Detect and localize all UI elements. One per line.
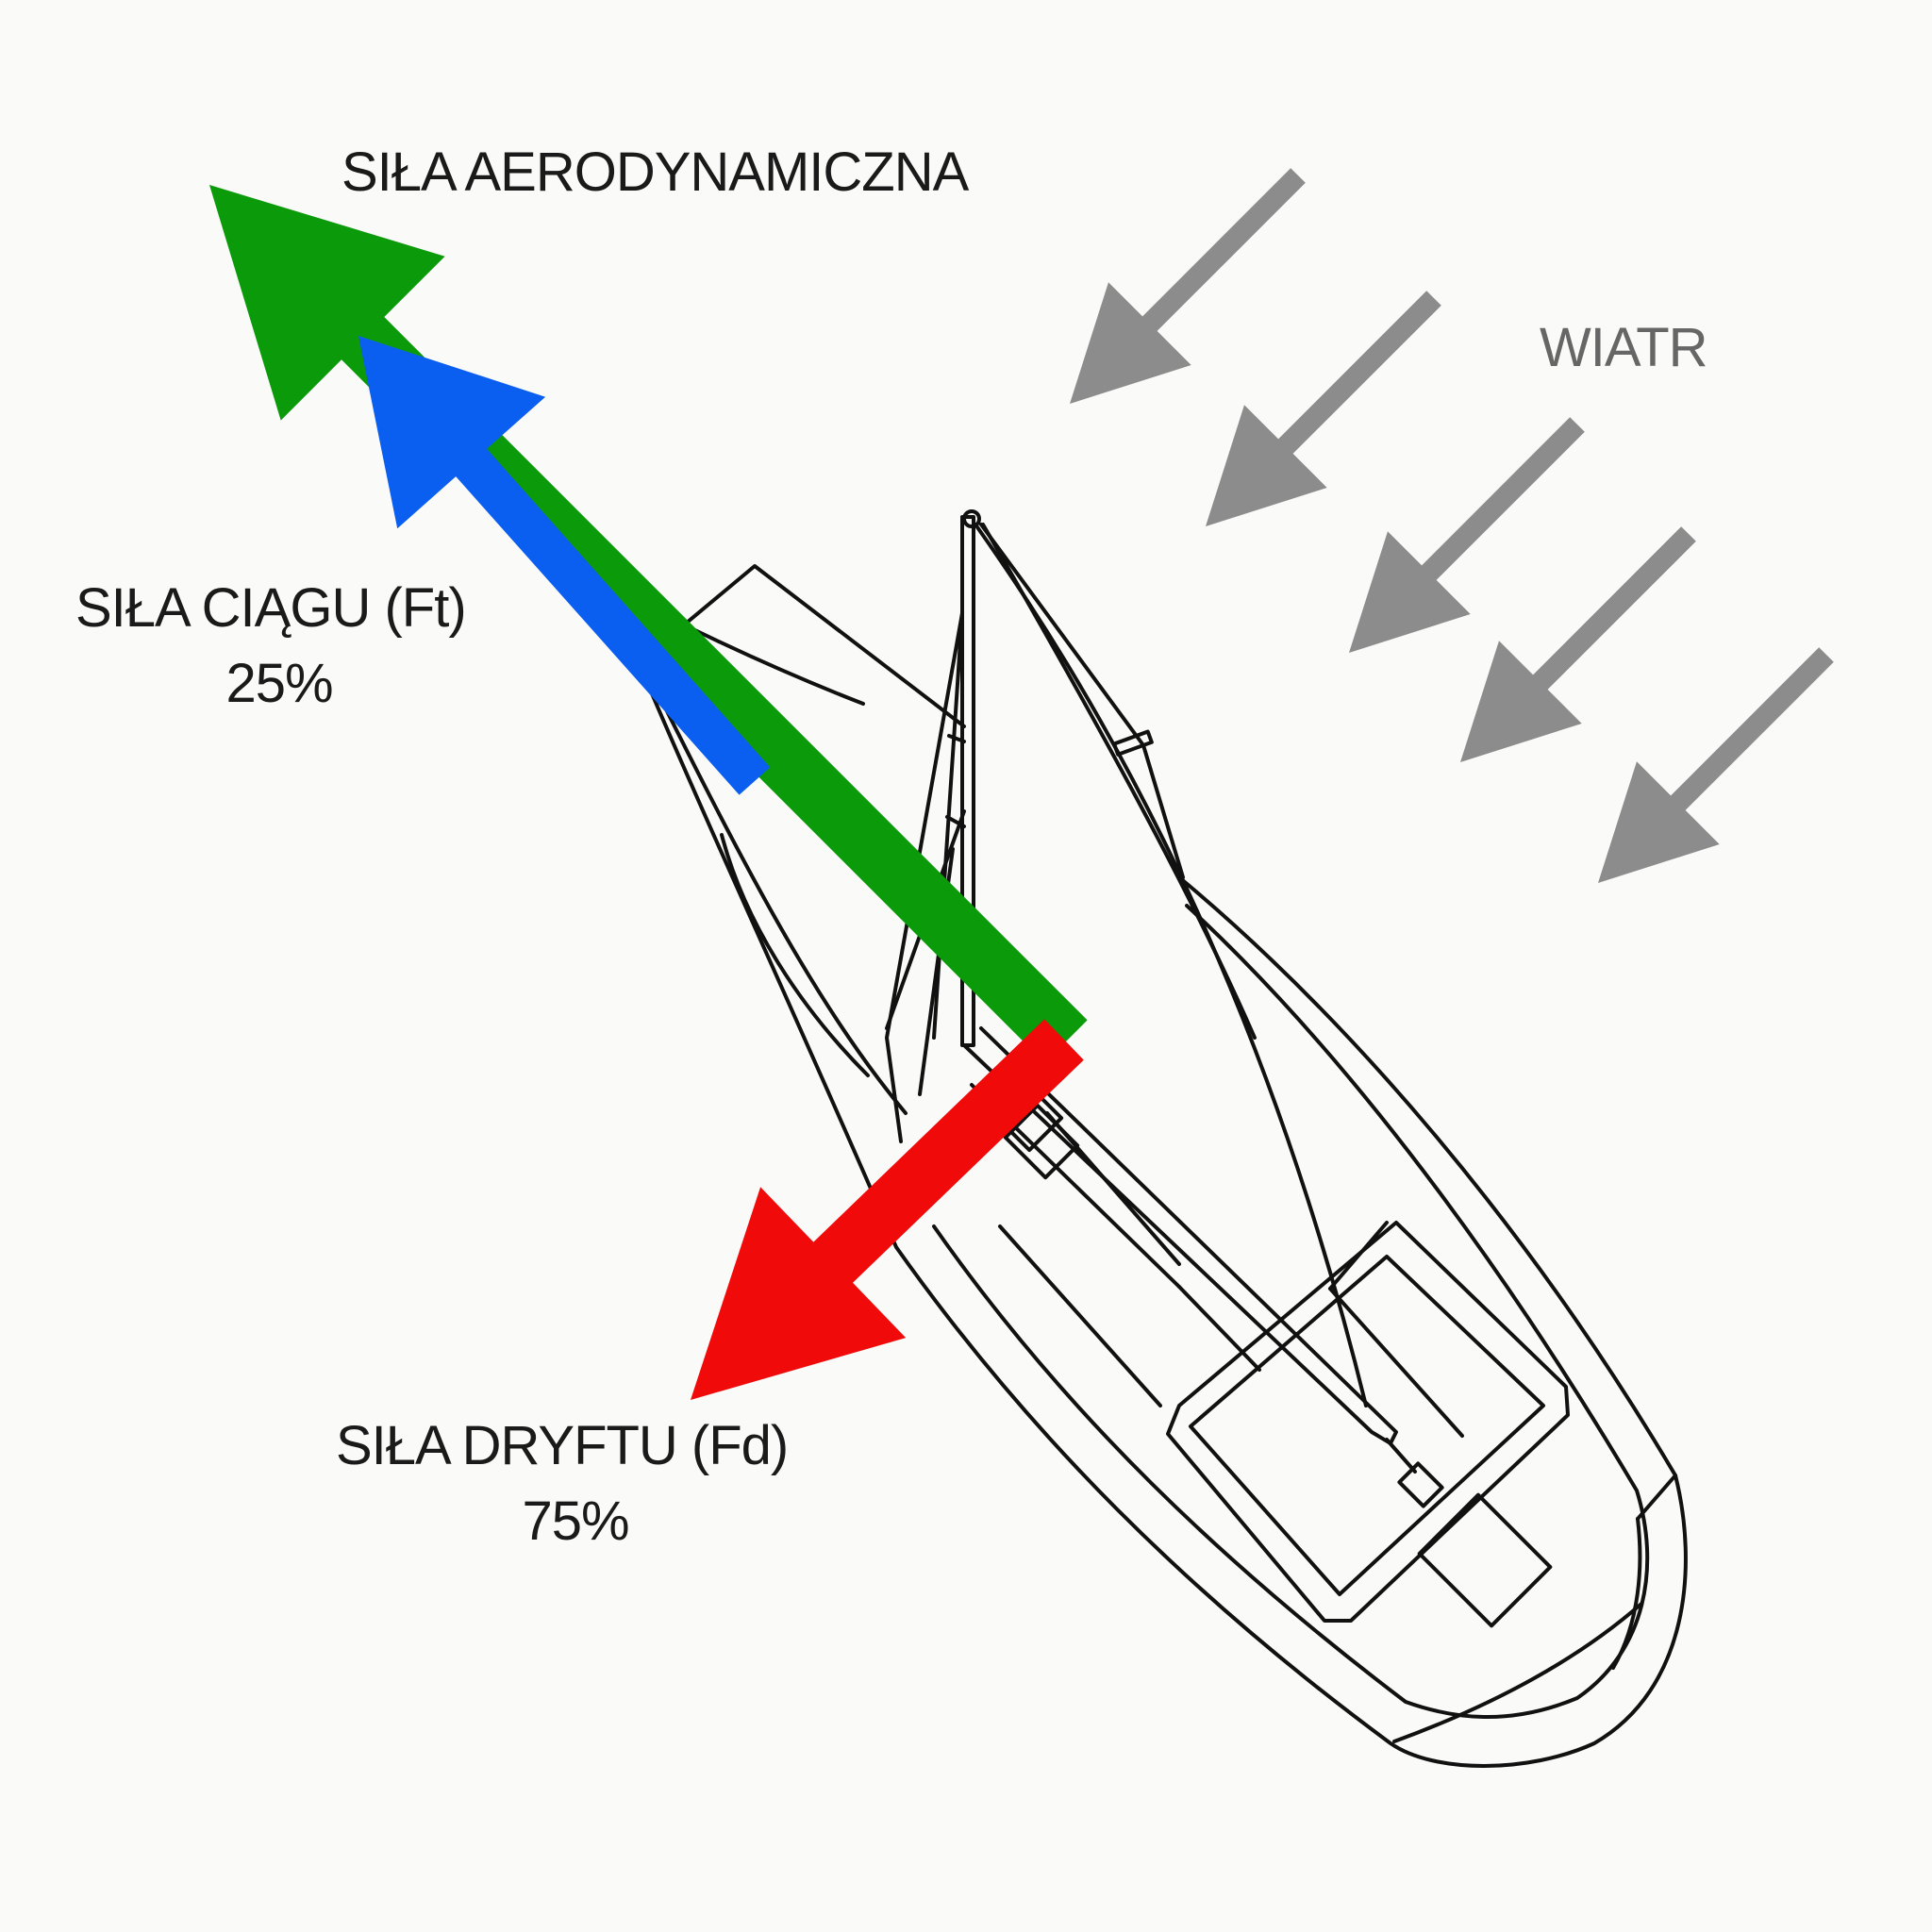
forestay: [658, 611, 865, 706]
drift-force-percent: 75%: [522, 1491, 628, 1552]
mast-head: [962, 509, 981, 528]
backstay-tensioner: [1112, 729, 1154, 757]
shroud: [885, 611, 964, 1143]
jib: [640, 658, 908, 1115]
wind-arrows: [1070, 168, 1834, 883]
wind-arrow-4: [1460, 526, 1696, 762]
drift-arrow-shape: [691, 1019, 1084, 1400]
boom: [962, 1026, 1398, 1445]
backstay: [979, 523, 1145, 747]
traveler-block: [1397, 1461, 1444, 1508]
backstay-lower: [1141, 743, 1185, 879]
wind-arrow-1: [1070, 168, 1306, 404]
hull-outline: [636, 658, 1688, 1768]
hatch: [1417, 1492, 1553, 1628]
transom-inner: [1611, 1517, 1642, 1670]
cockpit: [1166, 1221, 1570, 1623]
transom: [1392, 1602, 1643, 1743]
wind-arrow-3: [1349, 417, 1585, 653]
thrust-arrow-shape: [358, 336, 771, 795]
aerodynamic-force-label: SIŁA AERODYNAMICZNA: [341, 142, 970, 203]
drift-force-arrow: [691, 1019, 1084, 1400]
wind-arrow-2: [1206, 291, 1441, 526]
mainsail: [974, 523, 1368, 1407]
mast: [960, 515, 975, 1047]
drift-force-label: SIŁA DRYFTU (Fd): [336, 1415, 788, 1476]
mainsail-leech: [981, 523, 1257, 1040]
cabin-top: [998, 1111, 1464, 1438]
sailboat-illustration: [636, 509, 1688, 1768]
wind-label: WIATR: [1540, 317, 1707, 378]
thrust-force-percent: 25%: [225, 653, 332, 714]
jib-inner: [720, 833, 870, 1077]
hatch-forward: [1003, 1103, 1080, 1180]
transom-edge: [1636, 1474, 1677, 1521]
cockpit-inner: [1189, 1255, 1545, 1596]
deck-line: [932, 904, 1650, 1719]
wind-arrow-5: [1598, 647, 1834, 883]
thrust-force-arrow: [358, 336, 771, 795]
thrust-force-label: SIŁA CIĄGU (Ft): [75, 577, 466, 639]
